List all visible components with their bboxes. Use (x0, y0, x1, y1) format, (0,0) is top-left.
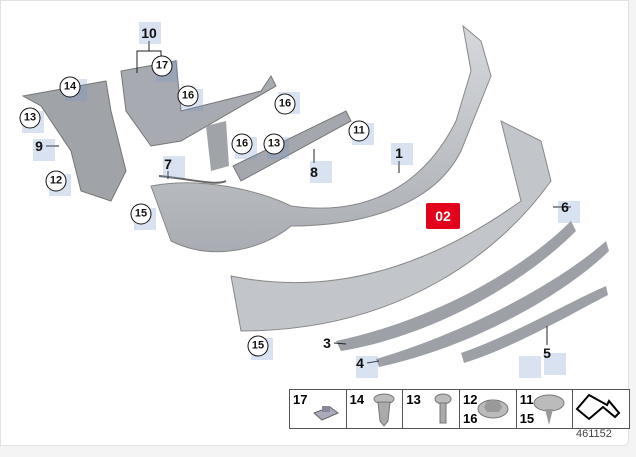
hotspot-9[interactable] (33, 139, 55, 161)
callout-13[interactable]: 13 (19, 107, 41, 129)
callout-16[interactable]: 16 (231, 133, 253, 155)
hotspot-6[interactable] (558, 201, 580, 223)
parts-illustration (21, 24, 609, 367)
callout-5[interactable]: 5 (543, 345, 551, 361)
callout-1[interactable]: 1 (395, 145, 403, 161)
legend-cell-13[interactable]: 13 (403, 390, 461, 428)
bumper-lower (230, 120, 552, 332)
clip-nut-icon (312, 406, 339, 421)
callout-10[interactable]: 10 (141, 25, 157, 41)
callout-6[interactable]: 6 (561, 199, 569, 215)
callout-16[interactable]: 16 (177, 85, 199, 107)
legend-label: 15 (519, 411, 535, 426)
legend-cell-17[interactable]: 17 (290, 390, 347, 428)
selected-group-badge[interactable]: 02 (426, 203, 460, 229)
expanding-rivet-icon (373, 393, 395, 427)
callout-9[interactable]: 9 (35, 138, 43, 154)
callout-11[interactable]: 11 (348, 120, 370, 142)
bumper-cover (150, 24, 492, 253)
push-clip-icon (533, 394, 565, 425)
callout-15[interactable]: 15 (247, 335, 269, 357)
legend-label: 12 (463, 392, 478, 407)
legend-label: 11 (519, 392, 534, 407)
callout-4[interactable]: 4 (356, 355, 364, 371)
legend-label: 13 (406, 392, 421, 407)
hotspot-1[interactable] (391, 143, 413, 165)
callout-13[interactable]: 13 (263, 133, 285, 155)
legend-cell-14[interactable]: 14 (347, 390, 404, 428)
callout-14[interactable]: 14 (59, 76, 81, 98)
hex-nut-icon (477, 399, 509, 419)
figure-number: 461152 (576, 428, 612, 440)
callout-17[interactable]: 17 (151, 55, 173, 77)
callout-3[interactable]: 3 (323, 335, 331, 351)
hotspot-8[interactable] (310, 161, 332, 183)
legend-label: 17 (293, 392, 308, 407)
direction-arrow-icon (575, 393, 621, 421)
hotspot-5b[interactable] (544, 353, 566, 375)
legend-label: 14 (349, 392, 365, 407)
callout-7[interactable]: 7 (164, 156, 172, 172)
legend-cell-arrow[interactable] (573, 390, 629, 428)
diagram-panel: 10 17 16 16 14 13 9 16 13 11 1 7 8 12 15… (0, 0, 630, 446)
hotspot-4[interactable] (356, 356, 378, 378)
hotspot-5[interactable] (519, 356, 541, 378)
callout-12[interactable]: 12 (45, 170, 67, 192)
callout-15[interactable]: 15 (130, 203, 152, 225)
legend-label: 16 (463, 411, 478, 426)
callout-16[interactable]: 16 (274, 93, 296, 115)
screw-icon (434, 393, 452, 424)
callout-8[interactable]: 8 (310, 164, 318, 180)
hotspot-7[interactable] (163, 156, 185, 178)
hotspot-10[interactable] (139, 22, 161, 44)
